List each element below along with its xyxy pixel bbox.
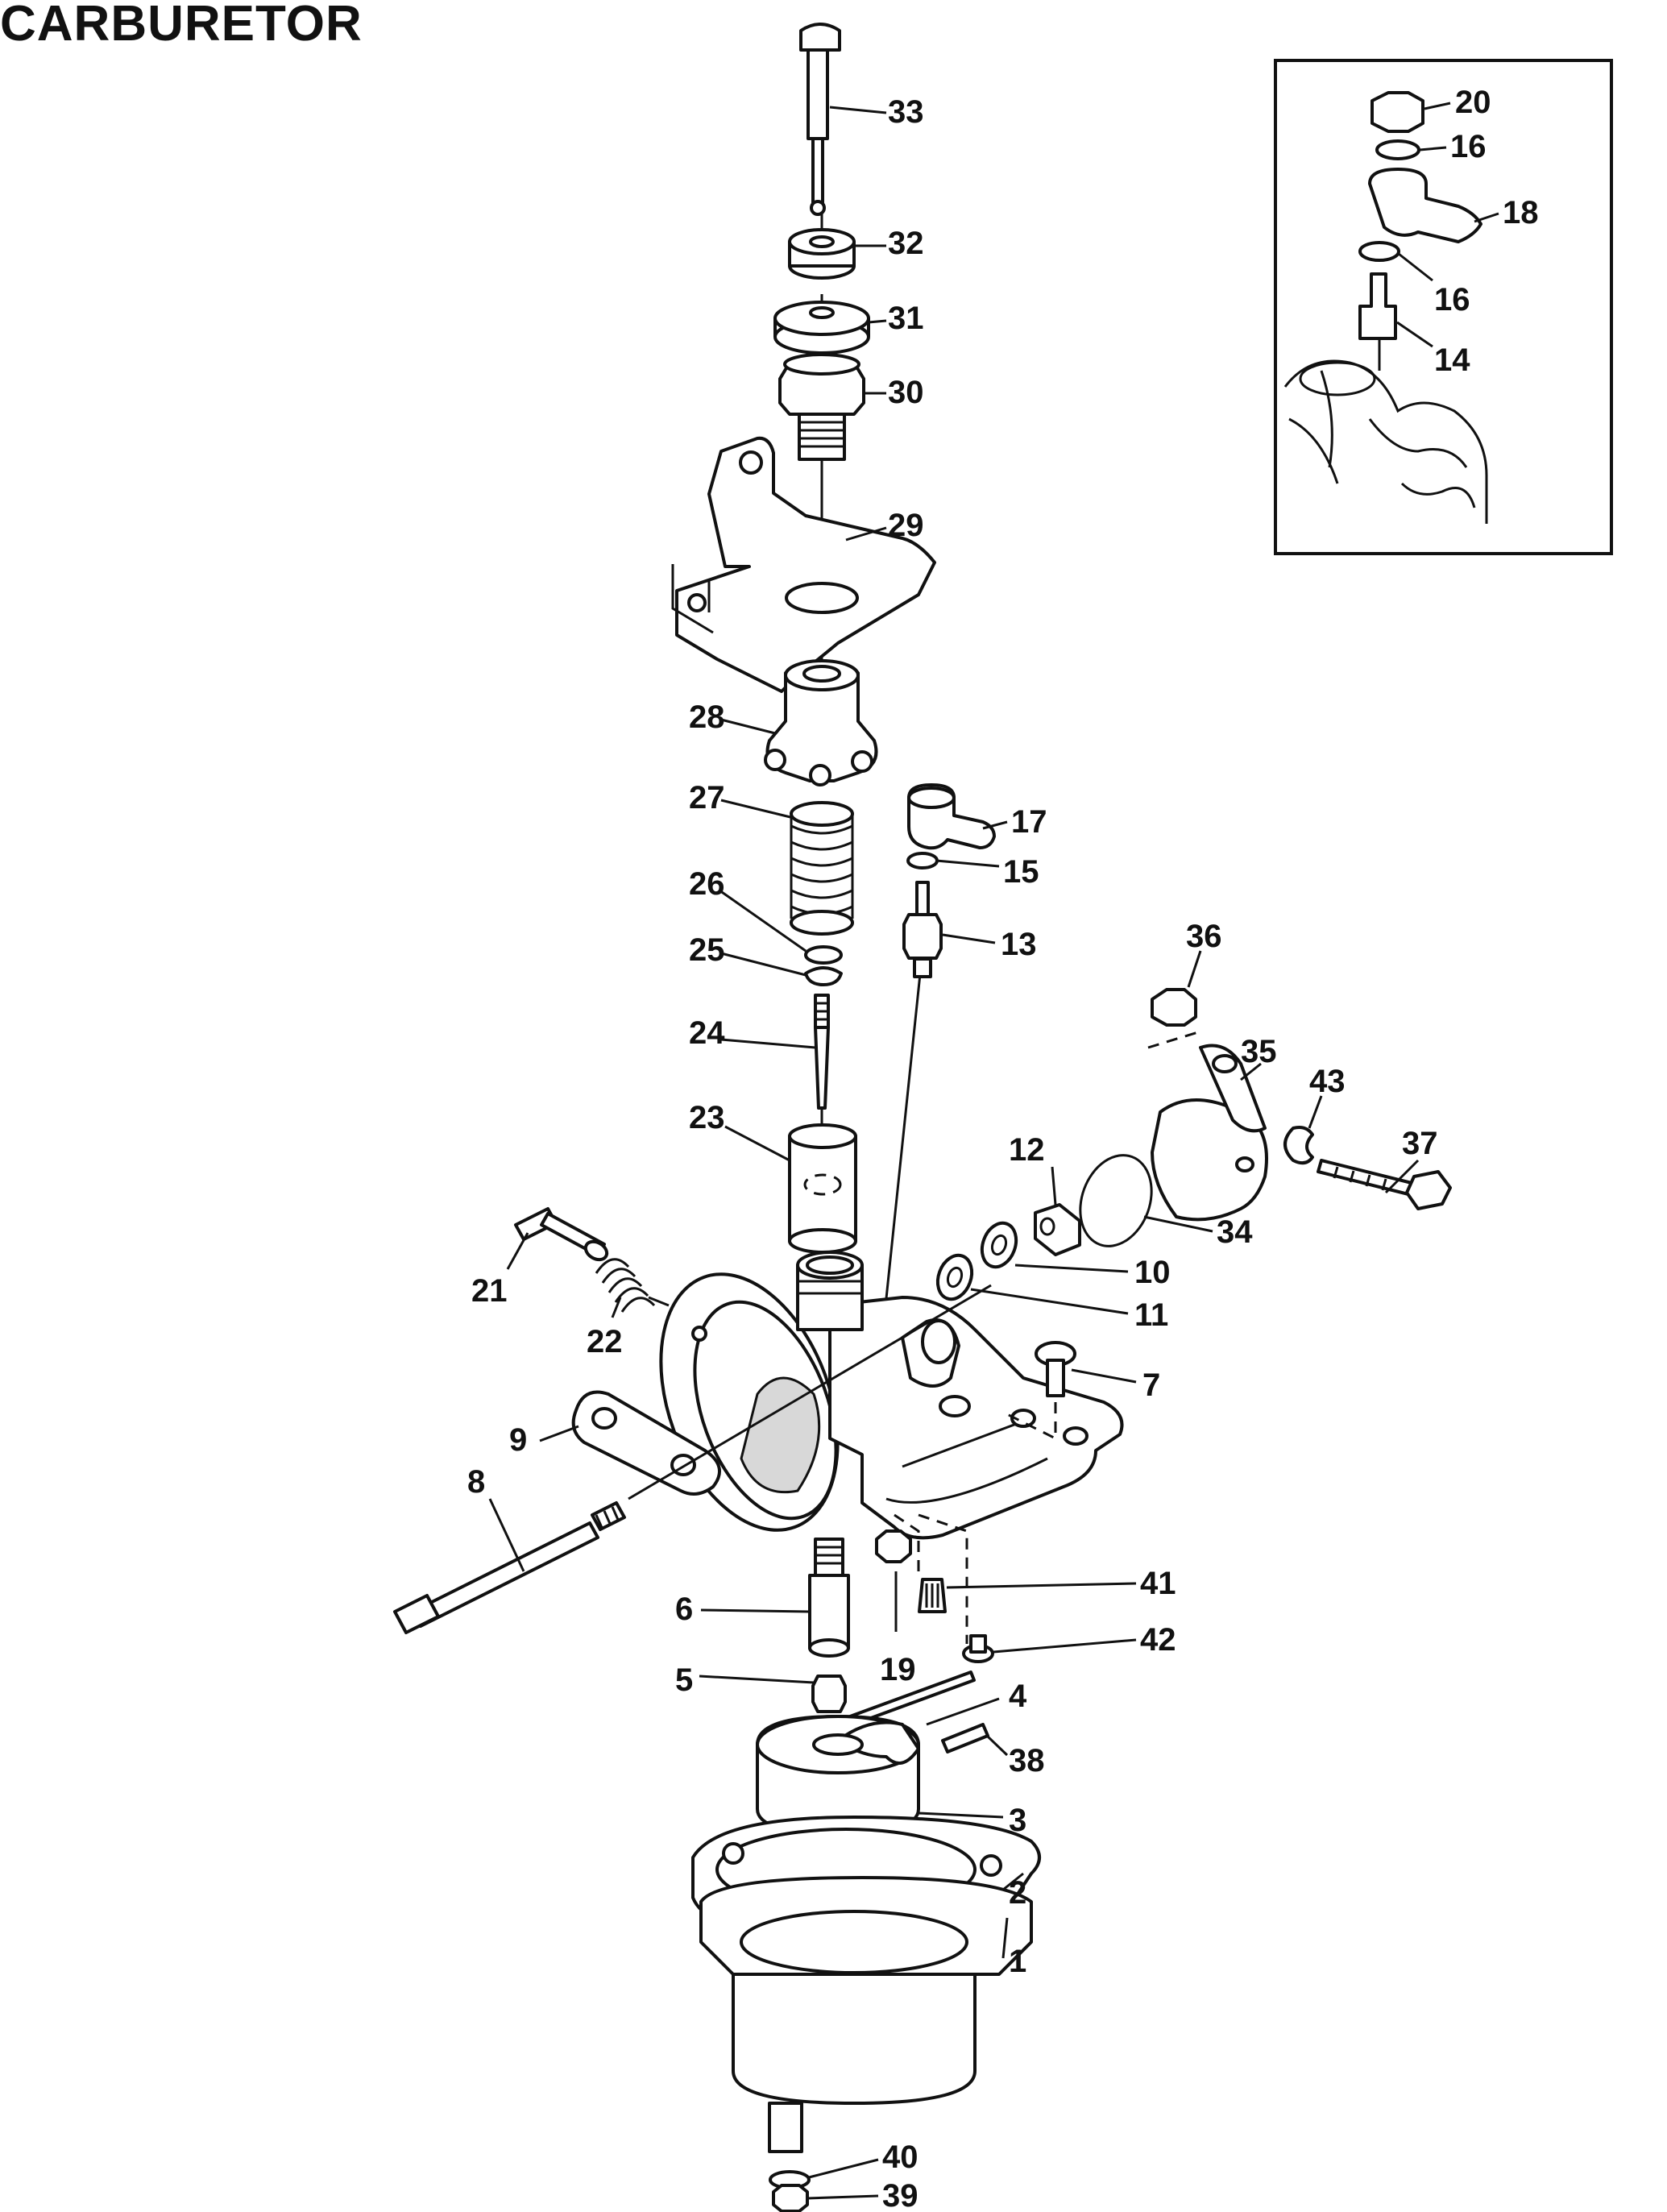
label-part-9: 9 — [509, 1422, 527, 1458]
part-17-elbow — [907, 783, 996, 850]
part-26-retainer — [804, 945, 843, 965]
part-3-float — [756, 1715, 920, 1835]
part-36-nut — [1151, 988, 1197, 1027]
part-41-jet — [918, 1578, 947, 1613]
label-part-17: 17 — [1011, 804, 1047, 840]
label-part-36: 36 — [1186, 919, 1222, 954]
part-37-bolt — [1317, 1159, 1452, 1210]
label-part-16b: 16 — [1434, 282, 1470, 317]
part-21-screw — [514, 1207, 609, 1262]
label-part-3: 3 — [1009, 1803, 1026, 1838]
label-part-2: 2 — [1009, 1875, 1026, 1911]
page-title: CARBURETOR — [0, 0, 363, 52]
part-22-spring — [595, 1258, 656, 1313]
part-39-drain-screw — [772, 2184, 809, 2212]
inset-detail — [1274, 59, 1613, 555]
label-part-37: 37 — [1402, 1126, 1438, 1161]
label-part-16a: 16 — [1450, 129, 1487, 164]
part-30-nut — [778, 353, 865, 461]
part-33-plunger — [799, 23, 841, 216]
part-29-bracket — [671, 436, 936, 693]
label-part-11: 11 — [1134, 1297, 1168, 1333]
label-part-35: 35 — [1241, 1034, 1277, 1069]
label-part-25: 25 — [689, 932, 725, 968]
label-part-38: 38 — [1009, 1743, 1045, 1778]
part-labels: 1 2 3 4 5 6 7 8 9 10 11 12 13 14 15 16 1… — [467, 85, 1539, 2212]
label-part-29: 29 — [888, 508, 924, 543]
label-part-23: 23 — [689, 1100, 725, 1135]
part-25-clip — [804, 966, 843, 986]
label-part-26: 26 — [689, 866, 725, 902]
label-part-40: 40 — [882, 2139, 919, 2175]
part-12-nut — [1034, 1203, 1081, 1256]
label-part-30: 30 — [888, 375, 924, 410]
label-part-39: 39 — [882, 2178, 919, 2212]
part-28-top-cap — [764, 659, 878, 786]
part-8-throttle-shaft — [393, 1501, 626, 1634]
label-part-21: 21 — [471, 1273, 508, 1309]
label-part-42: 42 — [1140, 1622, 1176, 1658]
part-43-e-clip — [1283, 1126, 1314, 1165]
part-9-lever-plate — [571, 1390, 721, 1496]
label-part-28: 28 — [689, 699, 725, 735]
part-23-throttle-slide — [788, 1123, 857, 1254]
part-13-fitting — [902, 881, 943, 978]
part-31-seal — [773, 301, 870, 355]
part-32-cap — [788, 228, 856, 280]
carburetor-body — [659, 1251, 1124, 1577]
part-24-needle — [814, 994, 830, 1110]
label-part-1: 1 — [1009, 1944, 1026, 1979]
part-15-washer — [906, 852, 939, 869]
part-34-o-ring — [1079, 1154, 1153, 1247]
label-part-12: 12 — [1009, 1132, 1045, 1168]
part-42-screw — [962, 1634, 994, 1663]
label-part-15: 15 — [1003, 854, 1039, 890]
part-1-float-bowl — [699, 1876, 1033, 2153]
label-part-41: 41 — [1140, 1566, 1176, 1601]
label-part-34: 34 — [1217, 1214, 1253, 1250]
label-part-18: 18 — [1503, 195, 1539, 230]
label-part-22: 22 — [587, 1324, 623, 1359]
label-part-31: 31 — [888, 301, 924, 336]
label-part-6: 6 — [675, 1592, 693, 1627]
part-6-nozzle — [808, 1538, 850, 1658]
label-part-32: 32 — [888, 226, 924, 261]
label-part-5: 5 — [675, 1662, 693, 1698]
label-part-24: 24 — [689, 1015, 725, 1051]
label-part-10: 10 — [1134, 1255, 1171, 1290]
label-part-14: 14 — [1434, 342, 1470, 378]
label-part-13: 13 — [1001, 927, 1037, 962]
label-part-7: 7 — [1142, 1367, 1160, 1403]
part-11-washer — [935, 1253, 974, 1301]
leader-lines — [488, 102, 1499, 2200]
part-27-spring — [790, 801, 854, 936]
part-35-throttle-lever — [1151, 1044, 1268, 1222]
label-part-27: 27 — [689, 780, 725, 815]
label-part-33: 33 — [888, 94, 924, 130]
part-38-pin — [941, 1723, 989, 1753]
label-part-19: 19 — [880, 1652, 916, 1687]
label-part-4: 4 — [1009, 1679, 1027, 1714]
part-19-nut — [875, 1529, 912, 1563]
label-part-43: 43 — [1309, 1064, 1346, 1099]
part-7-screw — [1035, 1341, 1076, 1397]
label-part-8: 8 — [467, 1464, 485, 1500]
part-10-washer — [980, 1221, 1018, 1269]
label-part-20: 20 — [1455, 85, 1491, 120]
part-5-main-jet — [811, 1675, 847, 1713]
